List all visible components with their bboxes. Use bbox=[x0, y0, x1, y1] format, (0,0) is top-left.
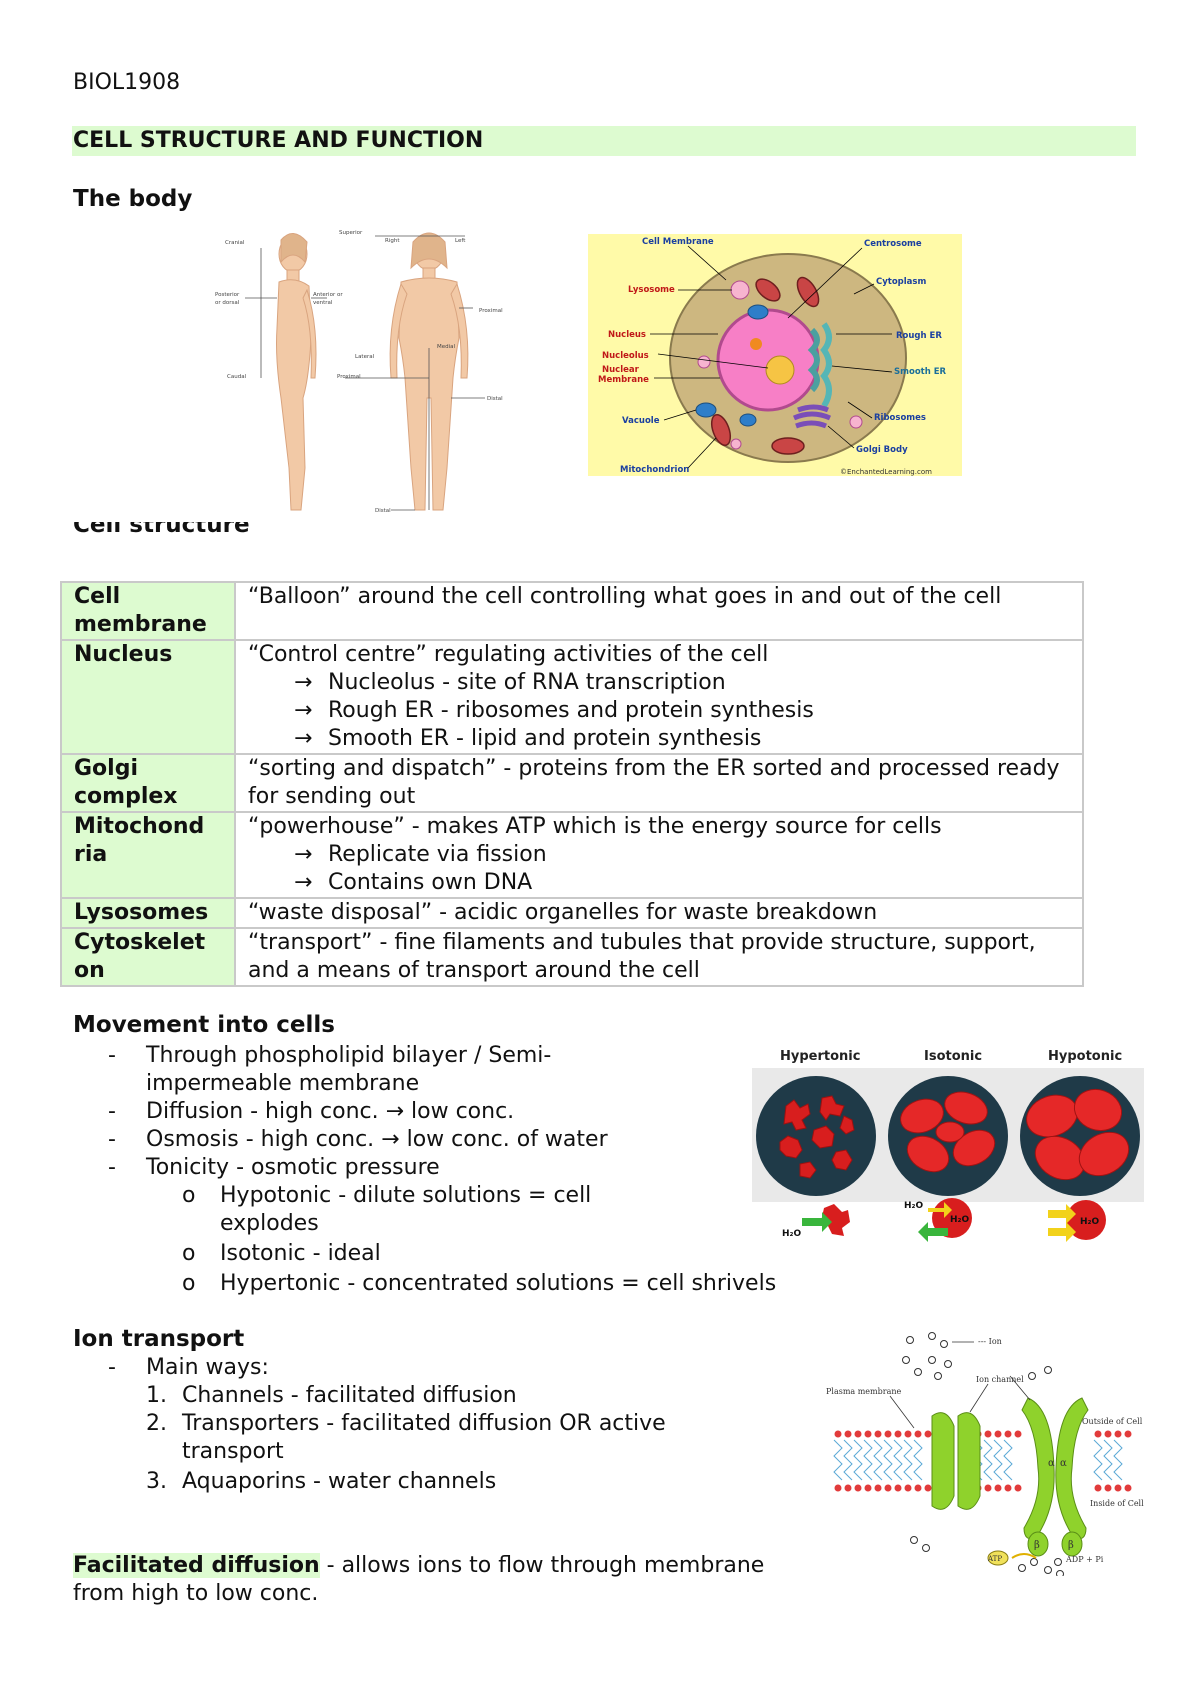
table-desc: “waste disposal” - acidic organelles for… bbox=[234, 897, 1084, 929]
table-row: Lysosomes “waste disposal” - acidic orga… bbox=[60, 897, 1084, 929]
svg-text:H₂O: H₂O bbox=[950, 1215, 969, 1225]
svg-text:Distal: Distal bbox=[487, 396, 503, 402]
svg-text:Nucleus: Nucleus bbox=[608, 330, 646, 340]
svg-text:H₂O: H₂O bbox=[1080, 1217, 1099, 1227]
svg-text:Caudal: Caudal bbox=[227, 374, 247, 380]
movement-heading: Movement into cells bbox=[73, 1012, 335, 1038]
svg-text:ADP + Pi: ADP + Pi bbox=[1065, 1555, 1104, 1564]
membrane-transport-figure: --- Ion Plasma membrane Ion channel Outs… bbox=[826, 1332, 1144, 1576]
animal-cell-figure: Cell Membrane Centrosome Lysosome Cytopl… bbox=[588, 234, 962, 476]
svg-text:Cranial: Cranial bbox=[225, 240, 245, 246]
svg-text:Centrosome: Centrosome bbox=[864, 239, 922, 249]
svg-text:Distal: Distal bbox=[375, 508, 391, 514]
svg-text:Ribosomes: Ribosomes bbox=[874, 413, 926, 423]
body-heading: The body bbox=[73, 186, 193, 212]
list-item: -Osmosis - high conc. → low conc. of wat… bbox=[108, 1127, 608, 1152]
facilitated-diffusion-term: Facilitated diffusion bbox=[73, 1553, 320, 1578]
svg-text:Medial: Medial bbox=[437, 344, 456, 350]
table-desc: “Balloon” around the cell controlling wh… bbox=[234, 581, 1084, 641]
svg-text:Nuclear: Nuclear bbox=[602, 365, 640, 375]
svg-text:Cytoplasm: Cytoplasm bbox=[876, 277, 926, 287]
list-item: 2.Transporters - facilitated diffusion O… bbox=[146, 1411, 666, 1464]
ion-transport-heading: Ion transport bbox=[73, 1326, 245, 1352]
body-anatomy-figure: Cranial Superior Right Left Posterior or… bbox=[215, 230, 503, 514]
svg-text:H₂O: H₂O bbox=[782, 1229, 801, 1239]
svg-text:Lysosome: Lysosome bbox=[628, 285, 675, 295]
list-item: -Through phospholipid bilayer / Semi-imp… bbox=[108, 1043, 552, 1096]
svg-text:Nucleolus: Nucleolus bbox=[602, 351, 649, 361]
title-highlight bbox=[72, 126, 1136, 156]
svg-text:β: β bbox=[1068, 1540, 1074, 1551]
svg-text:Isotonic: Isotonic bbox=[924, 1049, 982, 1064]
course-code: BIOL1908 bbox=[73, 70, 181, 95]
svg-text:Left: Left bbox=[455, 238, 466, 244]
svg-text:Superior: Superior bbox=[339, 230, 363, 236]
svg-text:Plasma membrane: Plasma membrane bbox=[826, 1387, 901, 1396]
table-term: Lysosomes bbox=[60, 897, 236, 929]
svg-text:H₂O: H₂O bbox=[904, 1201, 923, 1211]
page-title: CELL STRUCTURE AND FUNCTION bbox=[73, 128, 484, 153]
svg-text:Golgi Body: Golgi Body bbox=[856, 445, 908, 455]
svg-text:Hypertonic: Hypertonic bbox=[780, 1049, 860, 1064]
svg-text:Outside of Cell: Outside of Cell bbox=[1082, 1417, 1143, 1426]
svg-text:Vacuole: Vacuole bbox=[622, 416, 660, 426]
svg-text:©EnchantedLearning.com: ©EnchantedLearning.com bbox=[840, 468, 932, 476]
list-item: -Diffusion - high conc. → low conc. bbox=[108, 1099, 515, 1124]
svg-text:α: α bbox=[1060, 1458, 1067, 1469]
table-desc: “Control centre” regulating activities o… bbox=[234, 639, 1084, 755]
svg-text:α: α bbox=[1048, 1458, 1055, 1469]
list-item: 1.Channels - facilitated diffusion bbox=[146, 1383, 517, 1408]
table-row: Nucleus “Control centre” regulating acti… bbox=[60, 639, 1084, 755]
svg-text:Smooth ER: Smooth ER bbox=[894, 367, 947, 377]
facilitated-diffusion-paragraph: Facilitated diffusion - allows ions to f… bbox=[73, 1553, 765, 1606]
svg-text:Cell Membrane: Cell Membrane bbox=[642, 237, 714, 247]
svg-text:ATP: ATP bbox=[987, 1555, 1002, 1563]
table-desc: “transport” - fine filaments and tubules… bbox=[234, 927, 1084, 987]
svg-text:Right: Right bbox=[385, 238, 400, 244]
svg-text:or dorsal: or dorsal bbox=[215, 300, 240, 306]
svg-text:β: β bbox=[1034, 1540, 1040, 1551]
table-desc: “sorting and dispatch” - proteins from t… bbox=[234, 753, 1084, 813]
svg-text:Ion channel: Ion channel bbox=[976, 1375, 1024, 1384]
svg-text:ventral: ventral bbox=[313, 300, 333, 306]
cell-structure-heading: Cell structure bbox=[73, 522, 250, 538]
svg-text:Hypotonic: Hypotonic bbox=[1048, 1049, 1122, 1064]
table-desc: “powerhouse” - makes ATP which is the en… bbox=[234, 811, 1084, 899]
svg-text:Lateral: Lateral bbox=[355, 354, 375, 360]
list-item: -Main ways: bbox=[108, 1355, 269, 1380]
svg-text:Inside of Cell: Inside of Cell bbox=[1090, 1499, 1144, 1508]
table-term: Nucleus bbox=[60, 639, 236, 755]
svg-text:Proximal: Proximal bbox=[337, 374, 361, 380]
tonicity-figure: Hypertonic Isotonic Hypotonic bbox=[752, 1049, 1144, 1242]
svg-text:Mitochondrion: Mitochondrion bbox=[620, 465, 689, 475]
list-item: 3.Aquaporins - water channels bbox=[146, 1469, 497, 1494]
svg-text:Rough ER: Rough ER bbox=[896, 331, 942, 341]
svg-text:Membrane: Membrane bbox=[598, 375, 649, 385]
svg-text:Posterior: Posterior bbox=[215, 292, 240, 298]
svg-text:Proximal: Proximal bbox=[479, 308, 503, 314]
list-item: -Tonicity - osmotic pressure bbox=[108, 1155, 440, 1180]
svg-text:--- Ion: --- Ion bbox=[978, 1337, 1002, 1346]
svg-text:Anterior or: Anterior or bbox=[313, 292, 343, 298]
